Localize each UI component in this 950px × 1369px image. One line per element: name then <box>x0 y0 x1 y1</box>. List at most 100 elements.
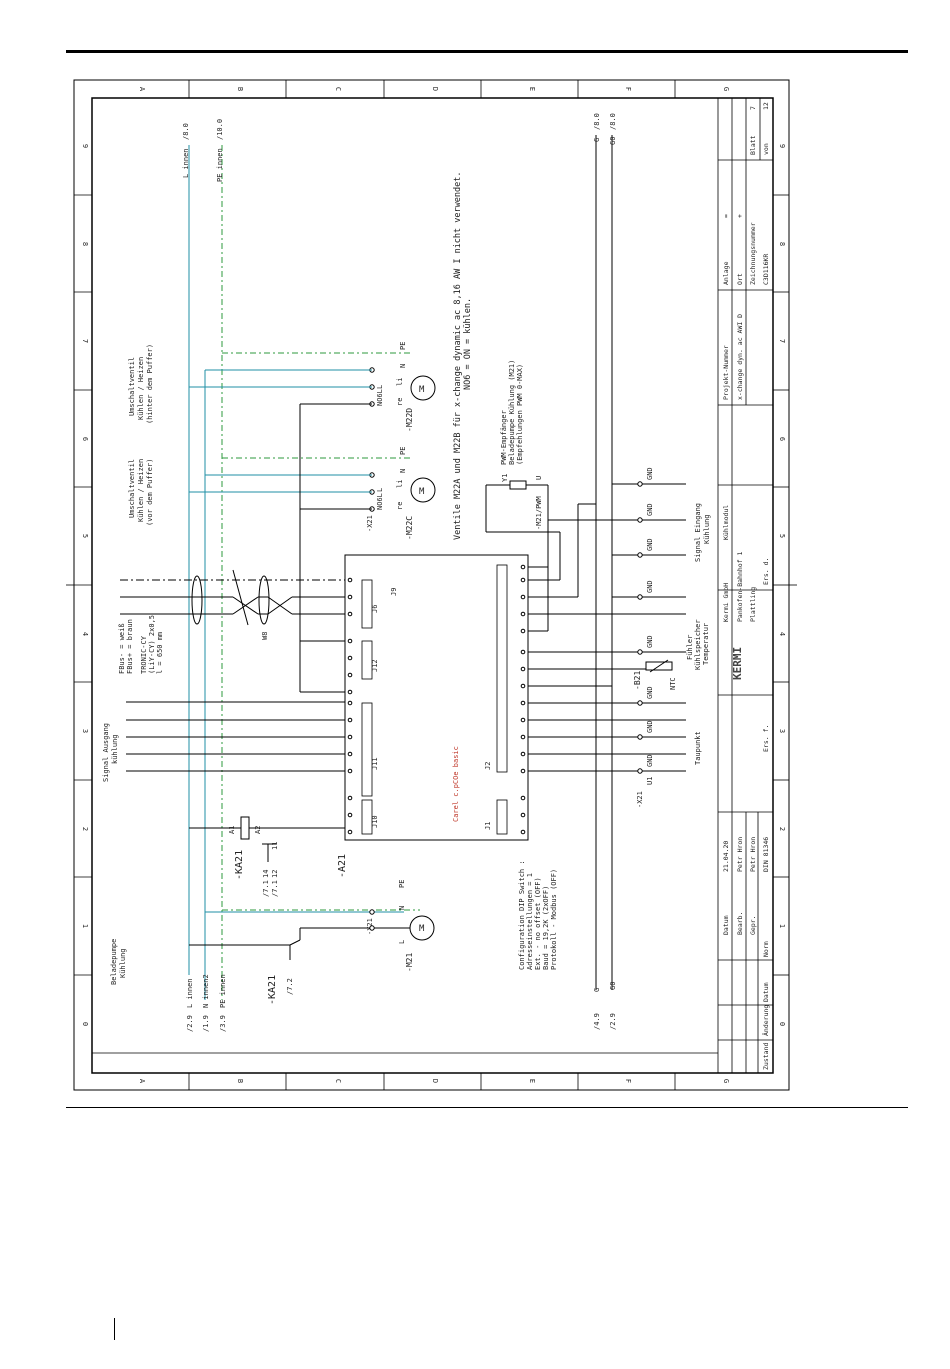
pe-innen-ref-label: /3.9 <box>219 1015 227 1032</box>
column-letters-top: A B C D E F G <box>138 87 730 92</box>
row-numbers-right: 0 1 2 3 4 5 6 7 8 9 <box>778 144 786 1026</box>
row-number: 0 <box>778 1022 786 1026</box>
m21-pump <box>189 909 435 960</box>
row-number: 2 <box>778 827 786 831</box>
l-innen-ref-label: /2.9 <box>186 1015 194 1032</box>
col-letter: B <box>236 87 244 91</box>
terminal-pin <box>520 717 526 723</box>
row-number: 2 <box>81 827 89 831</box>
ventil-vor-line2: Kühlen / Heizen <box>137 459 145 522</box>
signal-ausgang-labels: Signal Ausgang kühlung <box>102 723 119 782</box>
g0-top-label: G0 <box>609 137 617 145</box>
col-letter: D <box>431 87 439 91</box>
tb-projekt-label: Projekt-Nummer <box>722 345 730 400</box>
m22d-pe-label: PE <box>399 342 407 350</box>
b21-label: -B21 <box>633 671 642 690</box>
m22c-pe-label: PE <box>399 447 407 455</box>
controller-box <box>344 554 529 841</box>
config-line5: Protokoll - Modbus (OFF) <box>550 869 558 970</box>
pe-innen-top-label: PE innen <box>216 148 224 182</box>
y1-pwm-icon <box>509 480 527 490</box>
gnd-terminals <box>612 481 686 774</box>
tb-zeichnung-label: Zeichnungsnummer <box>749 222 757 285</box>
ventil-hinter-line3: (hinter dem Puffer) <box>146 344 154 424</box>
ka21-coil-label: -KA21 <box>234 850 245 880</box>
m22c-re-label: re <box>396 502 404 510</box>
terminal-pin <box>347 655 353 661</box>
terminal-pin <box>520 611 526 617</box>
tronic-line1: TRONIC-CY <box>140 635 148 674</box>
gnd-terminal <box>637 649 643 655</box>
tb-name-col: Norm <box>762 941 770 957</box>
m22d-li-label: li <box>396 378 404 386</box>
row-number: 7 <box>81 339 89 343</box>
j2-label: J2 <box>484 762 492 770</box>
terminal-pin <box>520 564 526 570</box>
m21-pwm-label: -M21/PWM <box>535 496 543 530</box>
row-number: 1 <box>81 924 89 928</box>
gnd-label: GND <box>646 467 654 480</box>
config-line1: Configuration DIP Switch : <box>518 860 526 970</box>
m22c-label: -M22C <box>405 516 414 540</box>
bottom-rule <box>66 1107 908 1108</box>
ka21-coil-icon <box>240 816 250 840</box>
a1-label: A1 <box>228 826 236 834</box>
g-ref-label: /4.9 <box>593 1013 601 1030</box>
gnd-terminal <box>637 517 643 523</box>
pe-innen-top-ref-label: /10.0 <box>216 119 224 140</box>
ka21-labels: -KA21 A1 A2 /7.1 14 /7.1 12 11 -KA21 /7.… <box>228 826 348 1005</box>
n-innen2-label: N innen2 <box>202 974 210 1008</box>
g0-top-ref-label: /8.0 <box>609 113 617 130</box>
controller-a21 <box>344 554 529 841</box>
tb-projekt-val: x-change dyn. ac AWI D <box>736 314 744 400</box>
col-letter: C <box>334 87 342 91</box>
m22c-li-label: li <box>396 480 404 488</box>
fuehler-line3: Temperatur <box>702 623 710 665</box>
col-letter: E <box>528 87 536 91</box>
tb-company-2: Pankofen-Bahnhof 1 <box>736 551 744 622</box>
tb-bearb-label: Bearb. <box>736 912 744 935</box>
ka21-refs-2-nums: 12 <box>271 870 279 878</box>
row-number: 1 <box>778 924 786 928</box>
note-line1: Ventile M22A und M22B für x-change dynam… <box>453 172 463 540</box>
signal-eingang-line1: Signal Eingang <box>694 503 702 562</box>
terminal-pin <box>520 594 526 600</box>
rail-labels: /2.9 L innen /1.9 N innen2 /3.9 PE innen… <box>182 113 617 1032</box>
col-letter: C <box>334 1079 342 1083</box>
ventil-hinter-line1: Umschaltventil <box>128 357 136 416</box>
config-line2: Adresseinstellungen = 1 <box>526 873 534 970</box>
m21-motor-symbol: M <box>419 924 425 934</box>
terminal-pin <box>347 594 353 600</box>
m22c-n-label: N <box>399 469 407 473</box>
u1-label: U1 <box>646 777 654 785</box>
fbus-cable <box>120 569 345 626</box>
tb-von-val: 12 <box>762 102 770 110</box>
top-rule <box>66 50 908 53</box>
row-number: 9 <box>778 144 786 148</box>
row-number: 8 <box>778 242 786 246</box>
pwm-line3: (Empfehlungen PWM 0-MAX) <box>516 364 524 465</box>
gnd-terminal <box>637 700 643 706</box>
row-number: 4 <box>778 632 786 636</box>
l-innen-label: L innen <box>186 978 194 1008</box>
column-letters-bottom: A B C D E F G <box>138 1079 730 1084</box>
m21-pe-label: PE <box>398 880 406 888</box>
col-letter: A <box>138 1079 146 1084</box>
tb-company-3: Plattling <box>749 587 757 622</box>
tb-datum-col: Datum <box>762 982 770 1002</box>
tb-norm-val: DIN 81346 <box>762 837 770 872</box>
signal-eingang-line2: Kühlung <box>703 514 711 544</box>
j1-label: J1 <box>484 822 492 830</box>
tb-gepr-label: Gepr. <box>749 915 757 935</box>
config-line3: Ext. - no offset (OFF) <box>534 877 542 970</box>
terminal-pin <box>347 700 353 706</box>
row-number: 3 <box>81 729 89 733</box>
tb-anlage-val: = <box>722 214 730 218</box>
terminal-pin <box>347 751 353 757</box>
config-text: Configuration DIP Switch : Adresseinstel… <box>518 860 558 970</box>
config-line4: Baud = 19,2K (2xOFF) <box>542 886 550 970</box>
tronic-line3: l = 650 mm <box>156 632 164 674</box>
a21-label: -A21 <box>337 854 348 878</box>
gnd-terminal <box>637 734 643 740</box>
tb-zeichnung-val: C3D116KR <box>762 254 770 285</box>
